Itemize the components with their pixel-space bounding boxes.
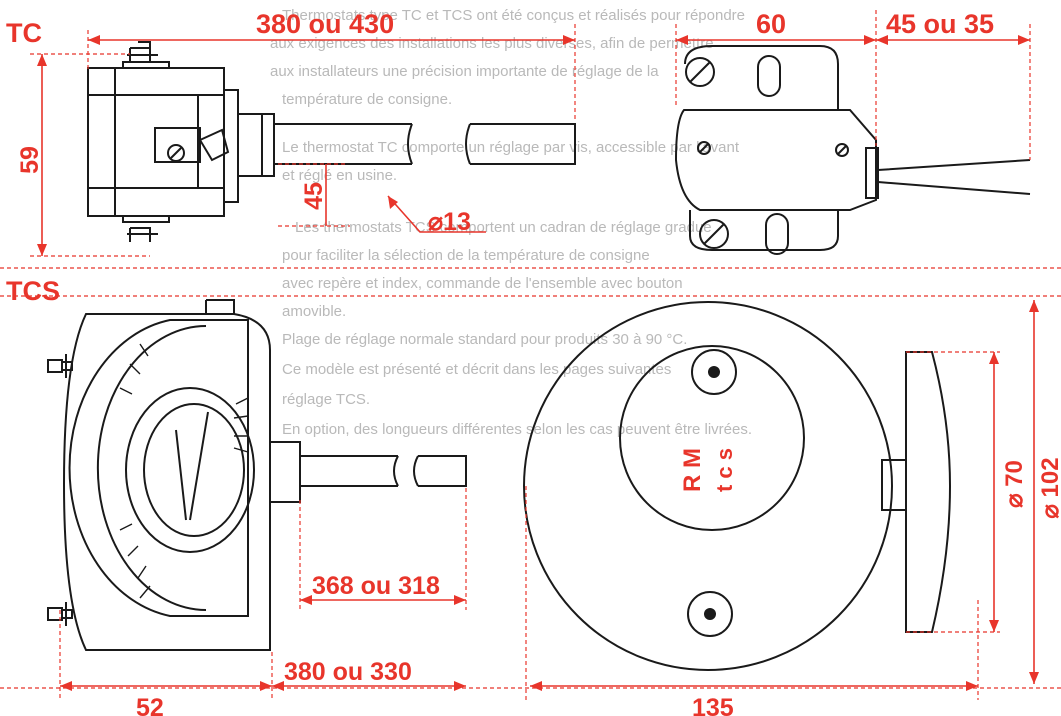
- tcs-inner-dial: [619, 345, 805, 531]
- dim-tcs-outer-diameter: ⌀ 102: [1037, 457, 1061, 518]
- title-tc: TC: [6, 18, 42, 48]
- title-tcs: TCS: [6, 276, 60, 306]
- tc-top-clip: [127, 47, 158, 62]
- tcs-dial-marking-tcs: t c s: [712, 448, 737, 492]
- bleed-line-14: En option, des longueurs différentes sel…: [282, 421, 752, 438]
- dim-tcs-shaft-inner: 368 ou 318: [312, 572, 440, 600]
- dim-tcs-body-depth: 52: [136, 694, 164, 716]
- bleed-line-3: aux installateurs une précision importan…: [270, 63, 659, 80]
- tcs-knob-profile: [905, 351, 952, 633]
- tc-adjust-screw-icon: [167, 144, 185, 162]
- dim-tcs-shaft-total: 380 ou 330: [284, 658, 412, 686]
- tcs-knob: [125, 387, 255, 553]
- bleed-line-10: amovible.: [282, 303, 346, 320]
- bleed-line-11: Plage de réglage normale standard pour p…: [282, 331, 687, 348]
- bleed-line-7: Les thermostats TCS comportent un cadran…: [295, 219, 712, 236]
- tc-bottom-clip: [127, 227, 158, 242]
- dim-tc-shaft-offset: 45: [300, 182, 328, 210]
- dim-tcs-inner-diameter: ⌀ 70: [1001, 460, 1028, 508]
- tc-front-view: [674, 45, 1031, 255]
- tc-front-screw-left-icon: [697, 141, 711, 155]
- bleed-line-5: Le thermostat TC comporte un réglage par…: [282, 139, 740, 156]
- tc-front-housing: [674, 109, 877, 211]
- tcs-dial-marking-rm: R M: [679, 448, 706, 492]
- tcs-outer-dial: [523, 301, 893, 671]
- dim-tc-body-width: 60: [756, 9, 786, 39]
- bleed-line-8: pour faciliter la sélection de la tempér…: [282, 247, 650, 264]
- tcs-screw-bottom-icon: [687, 591, 733, 637]
- tc-front-upper-lug: [684, 45, 839, 110]
- bleed-line-6: et réglé en usine.: [282, 167, 397, 184]
- tcs-top-terminal-icon: [47, 359, 73, 373]
- bleed-line-13: réglage TCS.: [282, 391, 370, 408]
- dim-tc-shaft-length: 380 ou 430: [256, 9, 394, 39]
- tcs-screw-top-icon: [691, 349, 737, 395]
- bleed-line-4: température de consigne.: [282, 91, 452, 108]
- tcs-probe: [300, 455, 398, 487]
- dim-leader-tc-diameter: [387, 195, 486, 233]
- tc-front-screw-right-icon: [835, 143, 849, 157]
- bleed-line-12: Ce modèle est présenté et décrit dans le…: [282, 361, 671, 378]
- tc-front-slot-bottom: [765, 213, 789, 255]
- tc-front-slot-top: [757, 55, 781, 97]
- bleed-line-9: avec repère et index, commande de l'ense…: [282, 275, 683, 292]
- bleed-line-1: Thermostats type TC et TCS ont été conçu…: [282, 7, 745, 24]
- tcs-housing: [62, 313, 271, 651]
- labels: TC TCS 380 ou 430 60 45 ou 35 59 45 ⌀13 …: [6, 9, 1061, 716]
- tc-front-screw-bottom-icon: [699, 219, 729, 249]
- tc-front-lower-lug: [689, 210, 839, 251]
- dimension-lines: [0, 10, 1061, 700]
- tc-front-screw-top-icon: [685, 57, 715, 87]
- tc-side-view: [87, 41, 576, 242]
- dim-tc-height: 59: [16, 146, 44, 174]
- bleed-through-text: Thermostats type TC et TCS ont été conçu…: [270, 7, 752, 438]
- tc-cable: [877, 159, 1031, 195]
- tcs-side-view: [47, 299, 467, 651]
- dim-tc-cable-length: 45 ou 35: [886, 9, 994, 39]
- dim-tcs-dial-width: 135: [692, 694, 734, 716]
- tcs-front-view: R M t c s: [523, 301, 952, 671]
- dim-tc-diameter: ⌀13: [428, 208, 471, 236]
- tcs-dial-ring: [68, 319, 249, 617]
- tcs-scale-ticks: [119, 343, 249, 599]
